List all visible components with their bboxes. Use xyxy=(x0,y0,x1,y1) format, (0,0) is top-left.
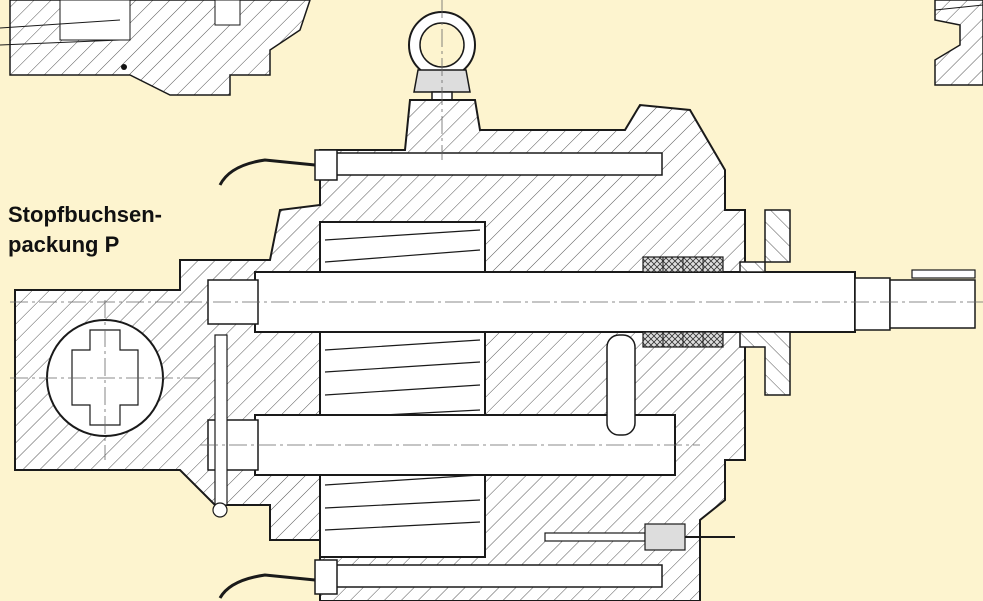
callout-line-1: Stopfbuchsen- xyxy=(8,202,162,227)
oil-line-fittings xyxy=(218,158,735,599)
detail-view-top-right xyxy=(934,0,983,86)
gland-flange xyxy=(739,209,791,396)
callout-line-2: packung P xyxy=(8,232,120,257)
detail-view-top-left xyxy=(0,0,311,96)
packing-callout-label: Stopfbuchsen- packung P xyxy=(8,200,162,260)
center-lines xyxy=(10,0,983,460)
drive-shaft xyxy=(207,269,976,333)
stuffing-box-packing xyxy=(642,256,724,348)
